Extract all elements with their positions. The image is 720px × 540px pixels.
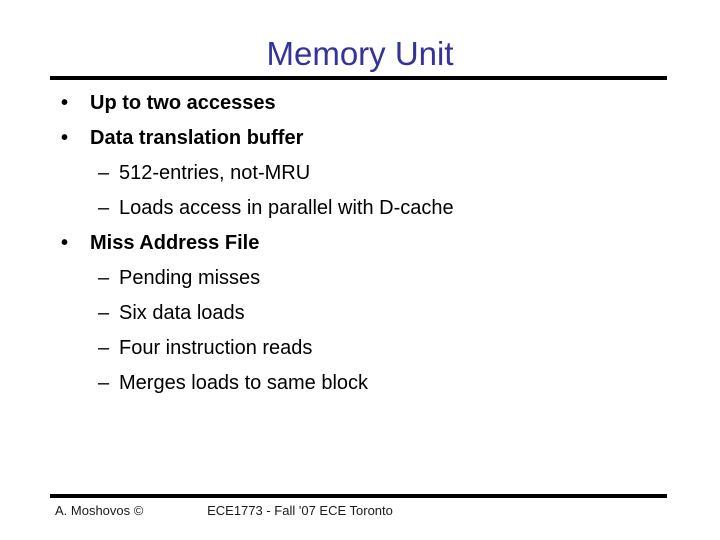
- bullet-text: 512-entries, not-MRU: [119, 162, 311, 184]
- bullet-item: • Up to two accesses: [0, 86, 720, 121]
- sub-bullet-item: –Six data loads: [0, 296, 720, 331]
- dash-icon: –: [98, 162, 110, 184]
- bullet-icon: •: [61, 232, 69, 254]
- slide-title: Memory Unit: [266, 35, 454, 72]
- bullet-item: • Miss Address File: [0, 226, 720, 261]
- dash-icon: –: [98, 372, 110, 394]
- sub-bullet-item: –Pending misses: [0, 261, 720, 296]
- title-underline: [50, 76, 667, 80]
- bullet-text: Pending misses: [119, 267, 261, 289]
- bullet-text: Data translation buffer: [90, 127, 304, 149]
- footer-course: ECE1773 - Fall '07 ECE Toronto: [207, 503, 393, 518]
- bullet-text: Six data loads: [119, 302, 245, 324]
- bullet-item: • Data translation buffer: [0, 121, 720, 156]
- dash-icon: –: [98, 197, 110, 219]
- bullet-text: Miss Address File: [90, 232, 260, 254]
- dash-icon: –: [98, 302, 110, 324]
- bullet-icon: •: [61, 92, 69, 114]
- dash-icon: –: [98, 337, 110, 359]
- bullet-text: Merges loads to same block: [119, 372, 369, 394]
- bullet-icon: •: [61, 127, 69, 149]
- sub-bullet-item: –512-entries, not-MRU: [0, 156, 720, 191]
- bullet-text: Four instruction reads: [119, 337, 313, 359]
- footer-rule: [50, 494, 667, 498]
- bullet-text: Loads access in parallel with D-cache: [119, 197, 454, 219]
- sub-bullet-item: –Four instruction reads: [0, 331, 720, 366]
- sub-bullet-item: –Loads access in parallel with D-cache: [0, 191, 720, 226]
- bullet-list: • Up to two accesses • Data translation buf…: [0, 86, 720, 401]
- footer-author: A. Moshovos ©: [55, 503, 144, 518]
- bullet-text: Up to two accesses: [90, 92, 276, 114]
- sub-bullet-item: –Merges loads to same block: [0, 366, 720, 401]
- dash-icon: –: [98, 267, 110, 289]
